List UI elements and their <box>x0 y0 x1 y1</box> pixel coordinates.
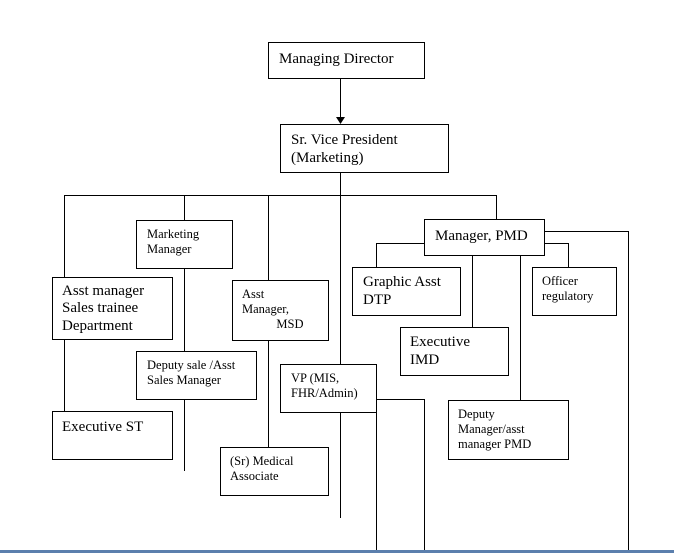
node-label: Managing Director <box>279 51 394 67</box>
node-label: (Sr) Medical Associate <box>230 454 294 483</box>
node-marketing-manager: Marketing Manager <box>136 220 233 269</box>
node-asst-manager-msd: Asst Manager, MSD <box>232 280 329 341</box>
window-bottom-border <box>0 550 674 553</box>
node-label: Deputy sale /Asst Sales Manager <box>147 358 236 387</box>
arrow-head-icon <box>336 117 345 124</box>
pmd-right-line <box>544 231 629 553</box>
node-asst-manager-sales: Asst manager Sales trainee Department <box>52 277 173 340</box>
node-label: Deputy Manager/asst manager PMD <box>458 407 532 451</box>
node-executive-st: Executive ST <box>52 411 173 460</box>
officer-line <box>544 243 569 267</box>
node-deputy-manager-pmd: Deputy Manager/asst manager PMD <box>448 400 569 460</box>
node-label: Graphic Asst DTP <box>363 274 441 308</box>
node-label: Asst manager Sales trainee Department <box>62 283 145 334</box>
vp-right-line <box>376 399 425 553</box>
node-manager-pmd: Manager, PMD <box>424 219 545 256</box>
node-label: Executive IMD <box>410 334 470 368</box>
node-officer-regulatory: Officer regulatory <box>532 267 617 316</box>
node-label: VP (MIS, FHR/Admin) <box>291 371 358 400</box>
node-label: Manager, PMD <box>435 228 528 244</box>
node-sr-vice-president: Sr. Vice President (Marketing) <box>280 124 449 173</box>
node-graphic-asst: Graphic Asst DTP <box>352 267 461 316</box>
node-label: Asst Manager, MSD <box>242 287 304 331</box>
node-managing-director: Managing Director <box>268 42 425 79</box>
node-vp-mis: VP (MIS, FHR/Admin) <box>280 364 377 413</box>
node-label: Sr. Vice President (Marketing) <box>291 132 398 166</box>
node-label: Officer regulatory <box>542 274 594 303</box>
graphic-line <box>376 243 424 267</box>
node-label: Marketing Manager <box>147 227 200 256</box>
node-deputy-sale: Deputy sale /Asst Sales Manager <box>136 351 257 400</box>
node-executive-imd: Executive IMD <box>400 327 509 376</box>
node-label: Executive ST <box>62 419 144 435</box>
node-sr-medical-associate: (Sr) Medical Associate <box>220 447 329 496</box>
